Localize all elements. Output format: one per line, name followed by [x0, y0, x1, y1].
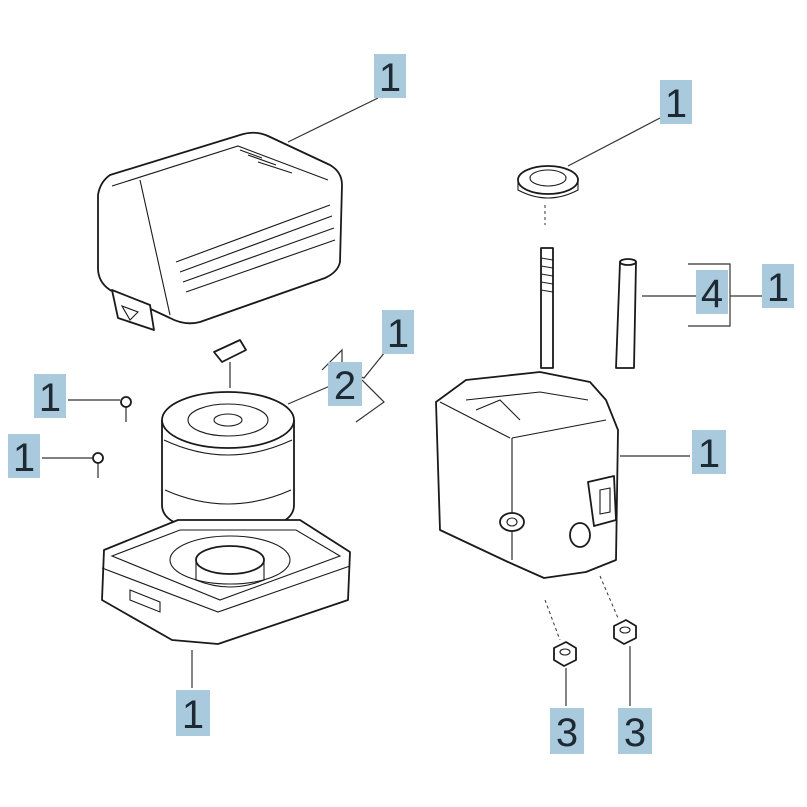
- callout-label: 1: [13, 436, 35, 480]
- mounting-bracket: [435, 371, 619, 579]
- callout-screw-lower: 1: [8, 434, 40, 480]
- callout-bracket: 1: [692, 430, 726, 476]
- callout-label: 1: [665, 82, 687, 126]
- filter-element: [161, 391, 295, 533]
- callout-base: 1: [176, 690, 210, 737]
- callout-tube-qty: 1: [762, 264, 794, 310]
- callout-filter: 2: [328, 362, 362, 408]
- callout-nut-left: 3: [550, 708, 584, 755]
- callout-label: 1: [379, 56, 401, 100]
- callout-label: 1: [39, 376, 61, 420]
- callout-tube: 4: [696, 270, 728, 316]
- callout-filter-qty: 1: [382, 310, 414, 356]
- callout-label: 3: [556, 711, 578, 755]
- stud-bolt: [540, 247, 554, 369]
- callout-cover: 1: [374, 54, 406, 100]
- callout-label: 1: [698, 432, 720, 476]
- retaining-clip: [213, 339, 247, 388]
- callout-seal-ring: 1: [660, 80, 692, 126]
- breather-tube: [615, 258, 637, 369]
- callout-label: 1: [767, 266, 789, 310]
- callout-label: 2: [334, 364, 356, 408]
- callout-label: 1: [387, 312, 409, 356]
- callout-nut-right: 3: [618, 708, 652, 755]
- nut-right-part: [599, 575, 637, 645]
- callout-label: 4: [701, 272, 723, 316]
- callout-label: 1: [182, 693, 204, 737]
- screw-lower-part: [92, 452, 104, 478]
- nut-left-part: [544, 599, 577, 667]
- screw-upper-part: [120, 396, 132, 422]
- callout-label: 3: [624, 711, 646, 755]
- diagram-background: [0, 45, 807, 765]
- seal-ring-part: [517, 165, 579, 225]
- air-cleaner-base: [101, 519, 351, 645]
- callout-screw-upper: 1: [34, 374, 66, 420]
- air-cleaner-cover: [97, 131, 343, 331]
